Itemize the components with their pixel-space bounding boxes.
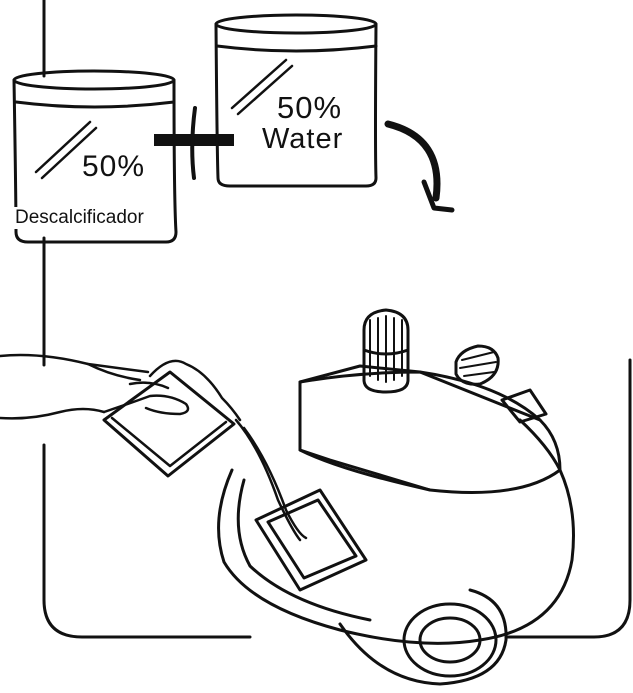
right-name-label: Water <box>262 123 343 156</box>
right-percent-label: 50% <box>277 90 342 126</box>
plus-icon <box>154 108 234 178</box>
left-percent-label: 50% <box>82 150 145 184</box>
left-name-label: Descalcificador <box>14 207 145 229</box>
curved-arrow-icon <box>388 124 452 210</box>
hand-pouring-bottle <box>0 355 306 540</box>
steamer-appliance <box>219 310 574 684</box>
